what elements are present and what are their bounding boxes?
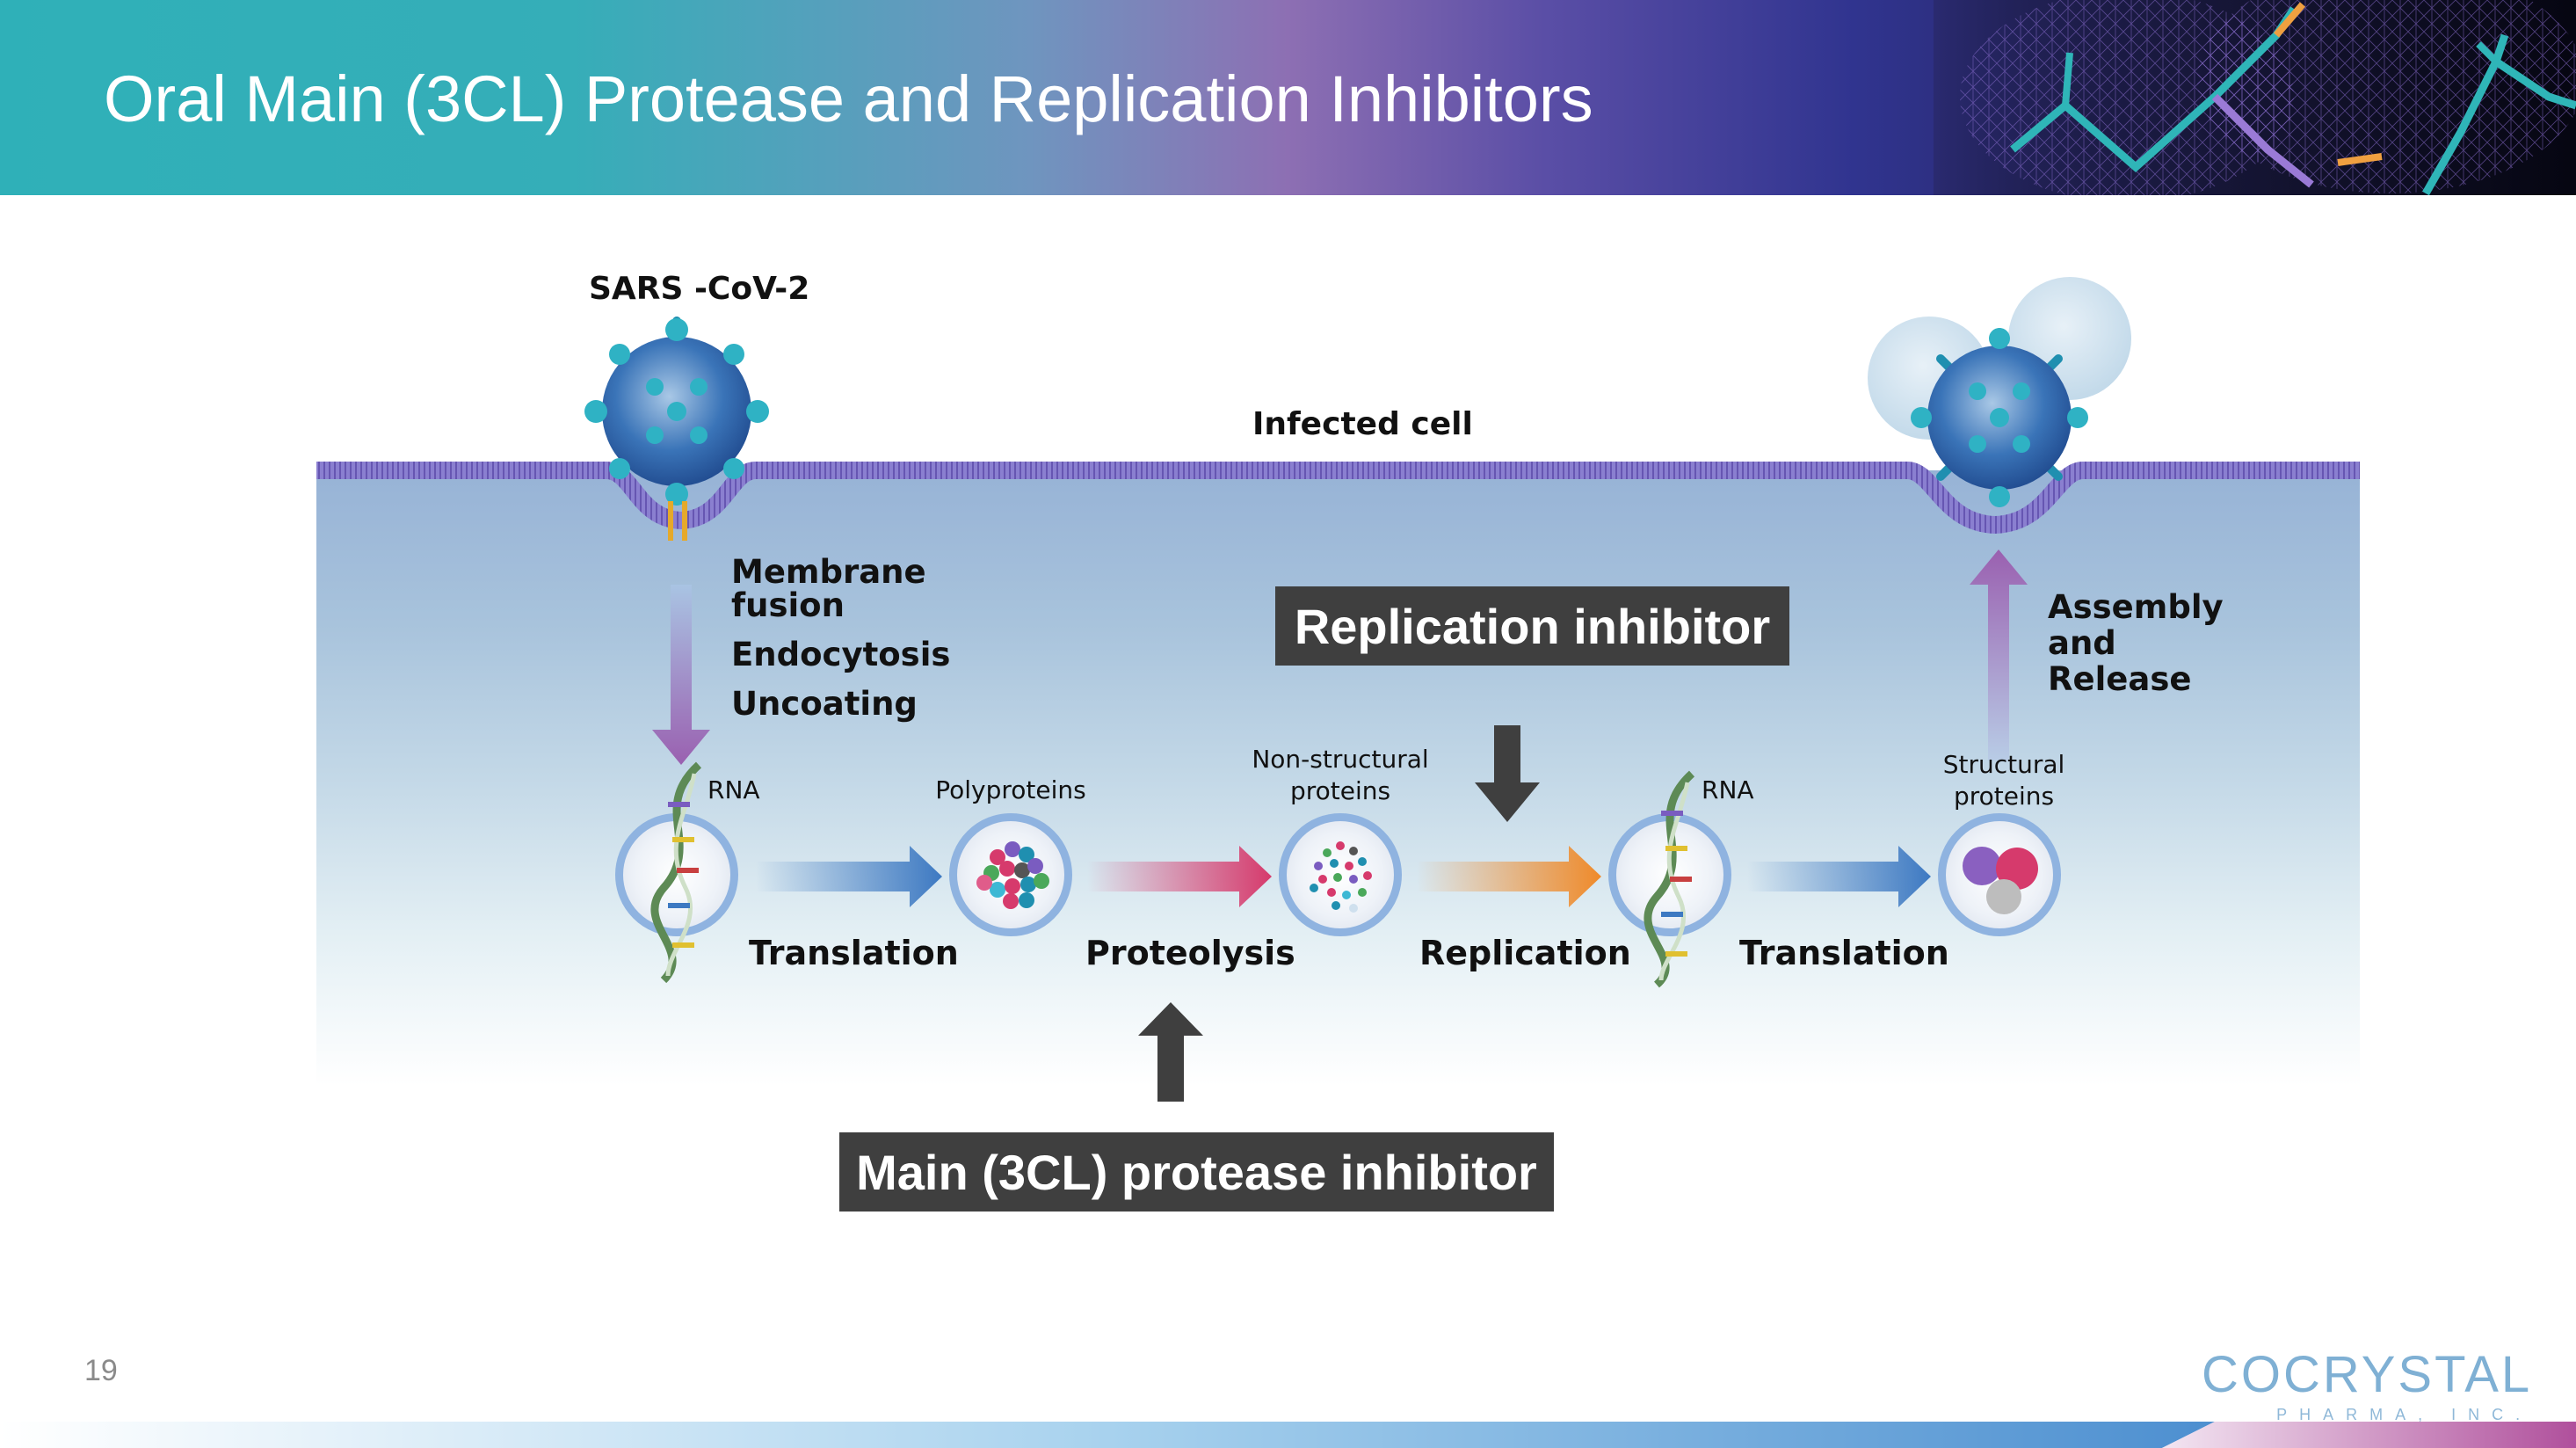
nonstructural-proteins-icon — [1310, 841, 1372, 913]
node-label-rna: RNA — [1702, 775, 1754, 804]
virus-icon-entering — [584, 317, 769, 541]
footer-bar — [0, 1422, 2576, 1448]
replication-inhibitor-arrow-icon — [1475, 725, 1540, 822]
infected-cell-region — [316, 470, 2360, 1086]
node-label-nonstructural: Non-structural proteins — [1244, 744, 1437, 807]
node-label-structural: Structural proteins — [1916, 749, 2092, 812]
protease-inhibitor-arrow-icon — [1138, 1002, 1203, 1102]
entry-step: Endocytosis — [731, 636, 951, 673]
node-label-rna: RNA — [707, 775, 760, 804]
logo-subtitle: PHARMA, INC. — [2276, 1406, 2533, 1423]
release-arrow-icon — [1970, 549, 2028, 760]
exit-step: and — [2048, 624, 2116, 662]
entry-step: fusion — [731, 586, 845, 624]
translation-arrow-icon — [1747, 846, 1931, 907]
replication-inhibitor-label: Replication inhibitor — [1275, 586, 1789, 666]
entry-step: Membrane — [731, 553, 926, 591]
entry-arrow-icon — [652, 585, 710, 765]
proteolysis-arrow-icon — [1087, 846, 1272, 907]
exit-step: Release — [2048, 660, 2192, 698]
page-number: 19 — [84, 1354, 118, 1387]
company-logo: COCRYSTAL PHARMA, INC. — [2202, 1345, 2532, 1424]
polyproteins-cluster-icon — [976, 841, 1049, 909]
translation-arrow-icon — [756, 846, 942, 907]
step-translation: Translation — [749, 934, 959, 972]
label-line: Non-structural — [1252, 745, 1429, 774]
protein-mesh-image — [1934, 0, 2576, 195]
node-label-polyproteins: Polyproteins — [935, 775, 1086, 804]
replication-arrow-icon — [1417, 846, 1601, 907]
rna-helix-icon — [650, 761, 702, 984]
cell-membrane — [316, 462, 2360, 535]
label-line: Structural — [1942, 750, 2065, 779]
virus-label: SARS -CoV-2 — [589, 271, 810, 307]
slide-title: Oral Main (3CL) Protease and Replication… — [104, 62, 1593, 135]
logo-name: COCRYSTAL — [2202, 1346, 2533, 1403]
label-line: proteins — [1289, 776, 1391, 805]
structural-proteins-icon — [1963, 847, 2038, 914]
virus-icon-released — [1868, 277, 2131, 507]
step-translation: Translation — [1739, 934, 1949, 972]
rna-helix-icon — [1644, 770, 1695, 988]
step-replication: Replication — [1419, 934, 1631, 972]
label-line: proteins — [1953, 782, 2055, 811]
entry-steps: Membrane fusion Endocytosis Uncoating — [731, 556, 950, 721]
exit-steps: Assembly and Release — [2048, 589, 2224, 697]
step-proteolysis: Proteolysis — [1085, 934, 1295, 972]
cell-label: Infected cell — [1252, 406, 1473, 442]
protease-inhibitor-label: Main (3CL) protease inhibitor — [839, 1132, 1554, 1212]
exit-step: Assembly — [2048, 588, 2224, 626]
entry-step: Uncoating — [731, 685, 918, 723]
